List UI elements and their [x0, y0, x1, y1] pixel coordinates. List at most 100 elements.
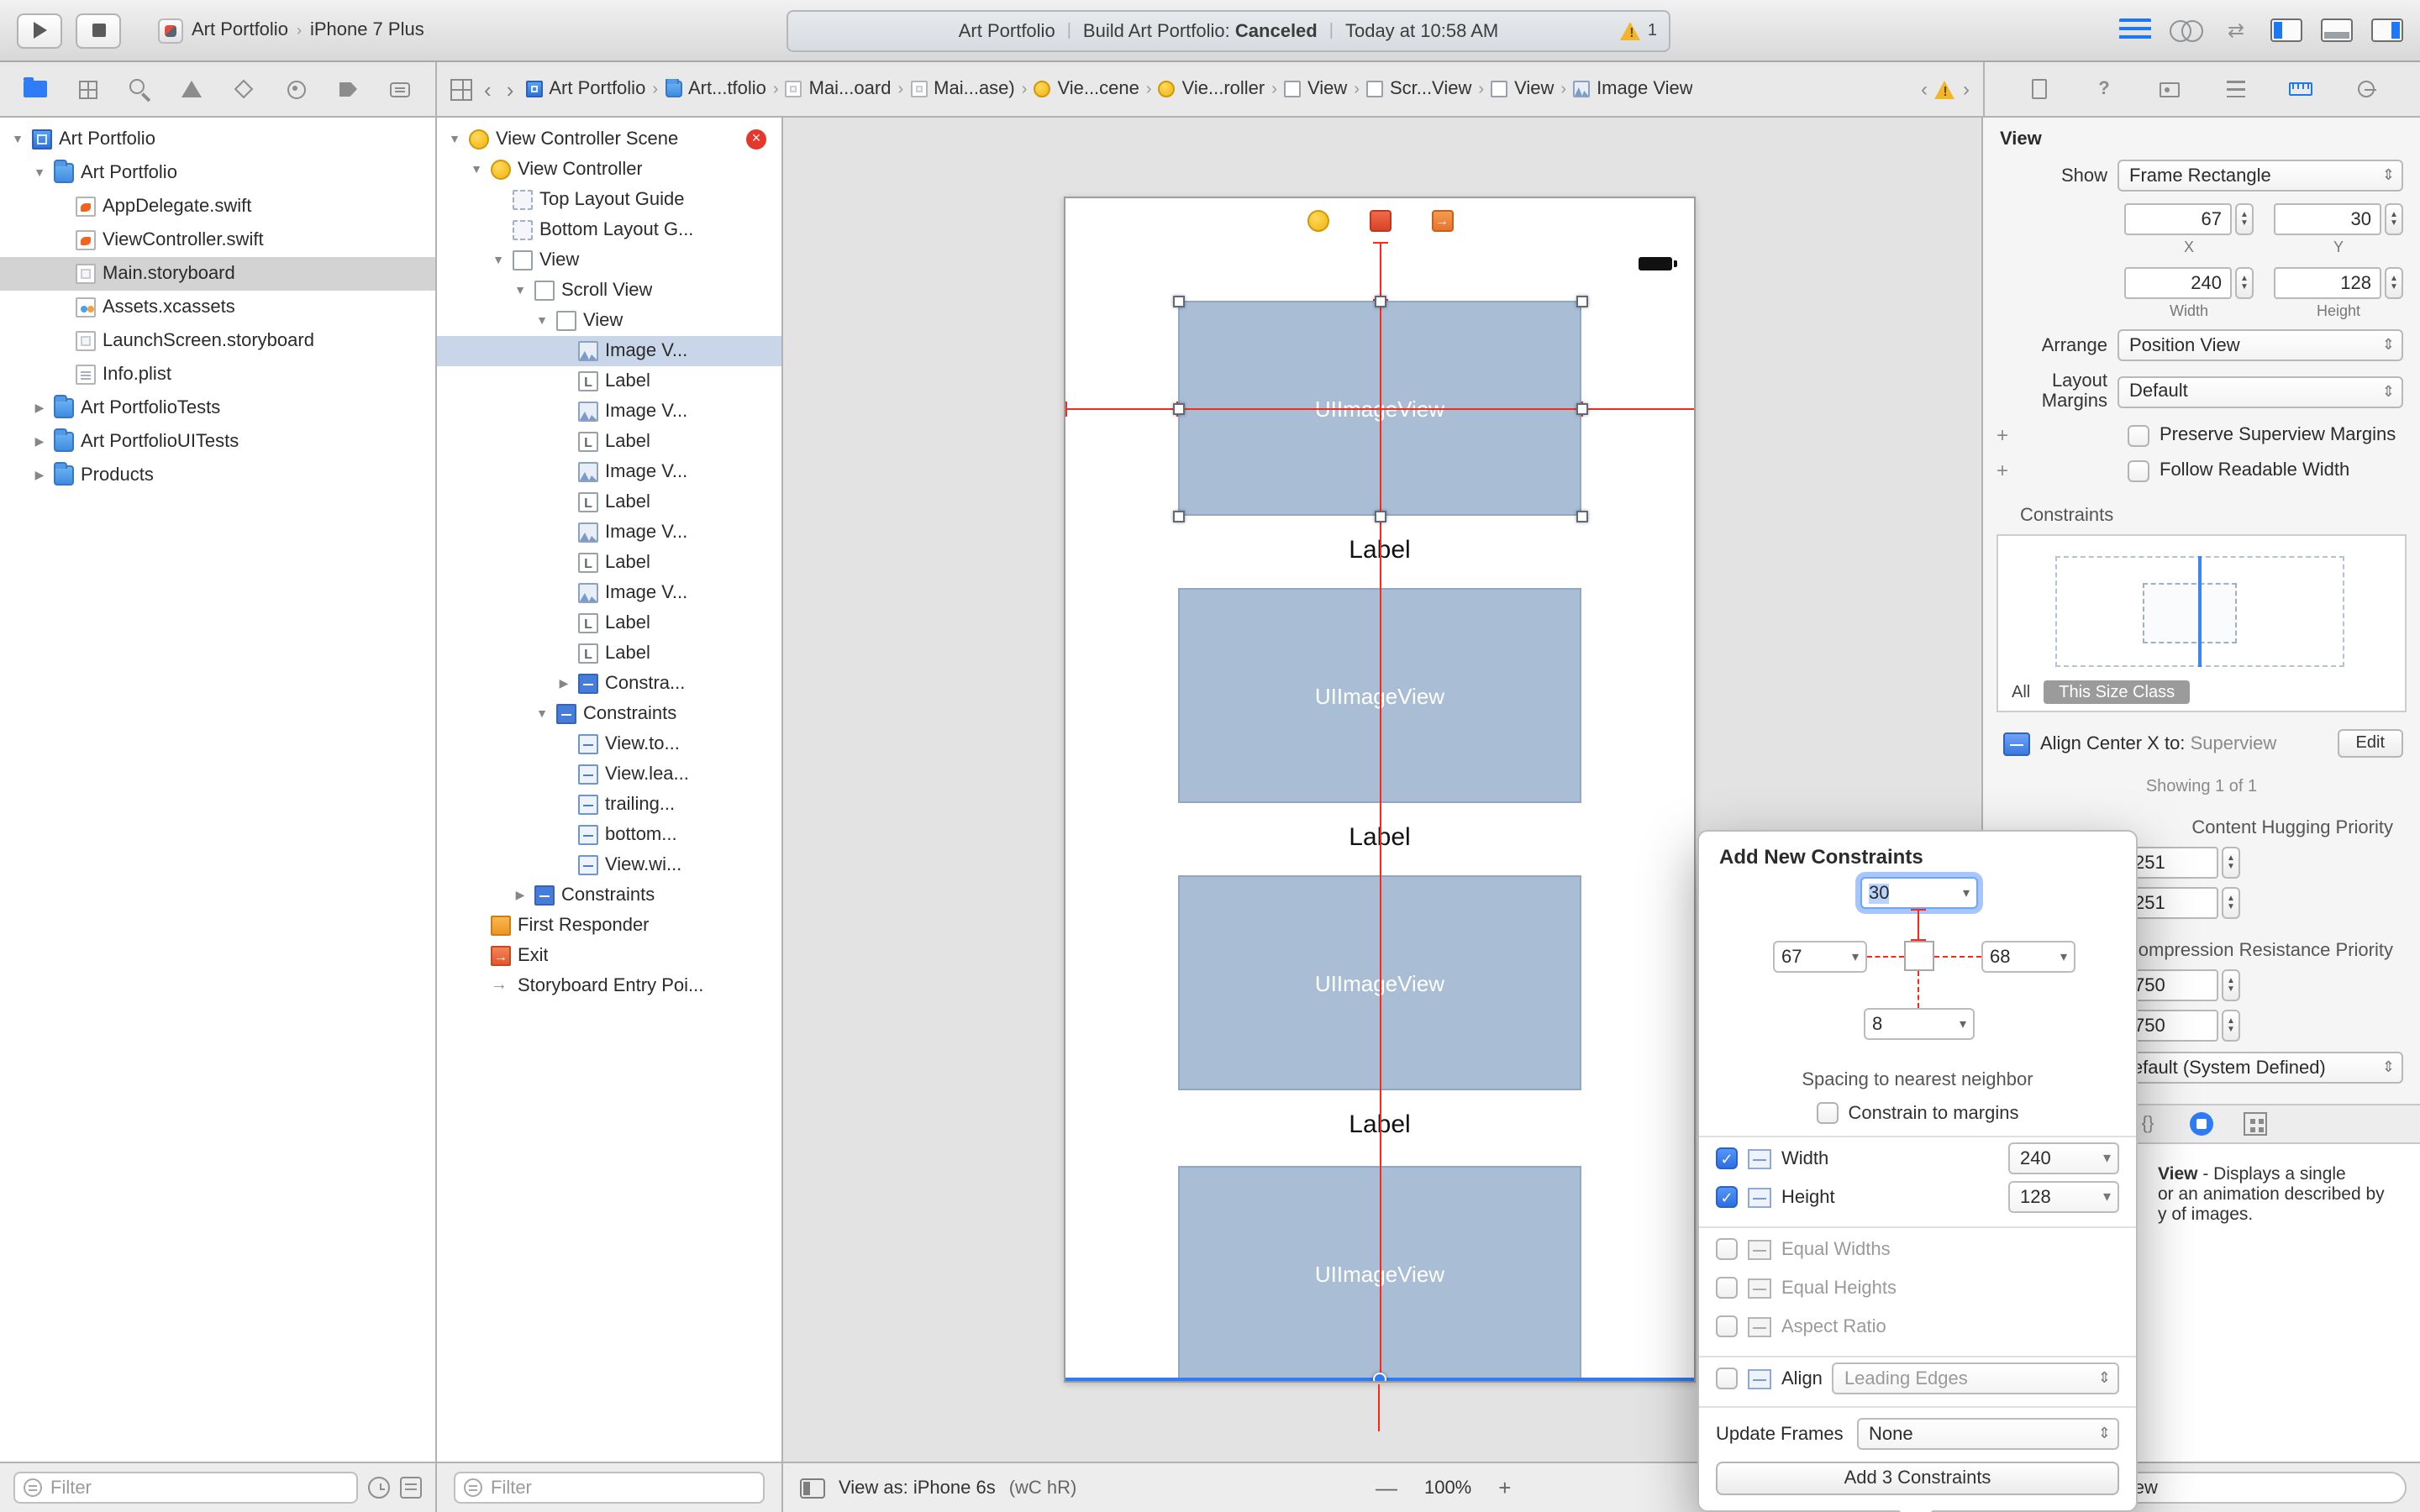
- dropdown-arrow-icon[interactable]: ▾: [1962, 885, 1970, 900]
- height-field[interactable]: 128: [2274, 267, 2381, 299]
- constraints-filter-size-class[interactable]: This Size Class: [2044, 680, 2191, 704]
- y-field[interactable]: 30: [2274, 203, 2381, 235]
- aspect-ratio-checkbox[interactable]: [1716, 1315, 1738, 1337]
- outline-row[interactable]: View.wi...: [437, 850, 781, 880]
- navigator-row[interactable]: ▶Art PortfolioTests: [0, 391, 435, 425]
- bottom-strut[interactable]: [1918, 971, 1919, 1008]
- jumpbar-item[interactable]: Mai...oard: [785, 79, 891, 99]
- hugging-vertical-stepper[interactable]: ▲▼: [2222, 887, 2240, 919]
- navigator-row[interactable]: ▶Art PortfolioUITests: [0, 425, 435, 459]
- jumpbar-item[interactable]: Art Portfolio: [525, 79, 645, 99]
- x-stepper[interactable]: ▲▼: [2235, 203, 2254, 235]
- toggle-navigator-panel-button[interactable]: [2270, 18, 2302, 42]
- view-as-label[interactable]: View as: iPhone 6s: [839, 1478, 996, 1498]
- outline-row[interactable]: First Responder: [437, 911, 781, 941]
- disclosure-triangle[interactable]: ▼: [471, 164, 482, 176]
- outline-row[interactable]: ▼View: [437, 306, 781, 336]
- label-view[interactable]: Label: [1349, 1110, 1411, 1139]
- symbol-navigator-icon[interactable]: [74, 76, 101, 102]
- resistance-horizontal-stepper[interactable]: ▲▼: [2222, 969, 2240, 1001]
- navigator-filter-field[interactable]: Filter: [13, 1472, 358, 1504]
- dropdown-arrow-icon[interactable]: ▾: [2060, 949, 2067, 964]
- view-controller-scene[interactable]: UIImageViewUIImageViewUIImageViewUIImage…: [1064, 197, 1696, 1383]
- resistance-horizontal-field[interactable]: 750: [2124, 969, 2218, 1001]
- edit-constraint-button[interactable]: Edit: [2337, 729, 2403, 758]
- media-library-icon[interactable]: [2244, 1112, 2267, 1136]
- disclosure-triangle[interactable]: ▼: [492, 255, 504, 266]
- outline-row[interactable]: ▼View Controller: [437, 155, 781, 185]
- first-responder-icon[interactable]: [1369, 209, 1391, 231]
- height-stepper[interactable]: ▲▼: [2385, 267, 2403, 299]
- next-issue-button[interactable]: ›: [1963, 77, 1970, 101]
- hugging-horizontal-field[interactable]: 251: [2124, 847, 2218, 879]
- resize-handle[interactable]: [1173, 403, 1185, 415]
- test-navigator-icon[interactable]: [230, 76, 257, 102]
- disclosure-triangle[interactable]: ▶: [515, 890, 525, 902]
- stop-button[interactable]: [76, 13, 121, 48]
- zoom-in-button[interactable]: +: [1498, 1475, 1512, 1500]
- outline-row[interactable]: Label: [437, 427, 781, 457]
- outline-row[interactable]: Label: [437, 608, 781, 638]
- outline-row[interactable]: Bottom Layout G...: [437, 215, 781, 245]
- hide-document-outline-icon[interactable]: [800, 1478, 825, 1498]
- object-library-icon[interactable]: [2190, 1112, 2213, 1136]
- top-strut[interactable]: [1911, 909, 1926, 941]
- outline-row[interactable]: View.to...: [437, 729, 781, 759]
- exit-icon[interactable]: [1431, 209, 1453, 231]
- scheme-selector[interactable]: Art Portfolio › iPhone 7 Plus: [158, 18, 424, 43]
- jumpbar-item[interactable]: Art...tfolio: [665, 79, 766, 99]
- follow-readable-width-checkbox[interactable]: [2128, 459, 2149, 481]
- bottom-constraint-knob[interactable]: [1373, 1373, 1386, 1381]
- run-button[interactable]: [17, 13, 62, 48]
- resize-handle[interactable]: [1576, 403, 1588, 415]
- identity-inspector-icon[interactable]: [2156, 76, 2183, 102]
- constraints-filter-all[interactable]: All: [2012, 683, 2031, 701]
- resize-handle[interactable]: [1576, 511, 1588, 522]
- width-value-dropdown[interactable]: 240 ▾: [2008, 1142, 2119, 1174]
- outline-row[interactable]: ▼Scroll View: [437, 276, 781, 306]
- issue-badge[interactable]: [746, 129, 766, 150]
- constrain-to-margins-checkbox[interactable]: [1816, 1102, 1839, 1124]
- standard-editor-button[interactable]: [2119, 18, 2151, 42]
- assistant-editor-button[interactable]: [2170, 18, 2203, 42]
- disclosure-triangle[interactable]: ▶: [559, 679, 569, 690]
- jumpbar-item[interactable]: View: [1491, 79, 1554, 99]
- jumpbar-item[interactable]: Mai...ase): [910, 79, 1015, 99]
- add-variation-button[interactable]: +: [1996, 423, 2009, 447]
- x-field[interactable]: 67: [2124, 203, 2232, 235]
- height-checkbox[interactable]: [1716, 1186, 1738, 1208]
- disclosure-triangle[interactable]: ▶: [34, 403, 45, 415]
- interface-builder-canvas[interactable]: UIImageViewUIImageViewUIImageViewUIImage…: [783, 118, 1983, 1462]
- outline-row[interactable]: Image V...: [437, 336, 781, 366]
- outline-row[interactable]: Image V...: [437, 517, 781, 548]
- breakpoint-navigator-icon[interactable]: [334, 76, 361, 102]
- document-outline-toggle-icon[interactable]: [450, 78, 472, 100]
- outline-row[interactable]: bottom...: [437, 820, 781, 850]
- outline-row[interactable]: Label: [437, 548, 781, 578]
- code-snippet-library-icon[interactable]: {}: [2141, 1114, 2154, 1134]
- resize-handle[interactable]: [1375, 511, 1386, 522]
- y-stepper[interactable]: ▲▼: [2385, 203, 2403, 235]
- project-navigator-icon[interactable]: [22, 76, 49, 102]
- outline-row[interactable]: ▶Constra...: [437, 669, 781, 699]
- outline-row[interactable]: Storyboard Entry Poi...: [437, 971, 781, 1001]
- file-inspector-icon[interactable]: [2025, 76, 2052, 102]
- outline-row[interactable]: Label: [437, 487, 781, 517]
- navigator-row[interactable]: AppDelegate.swift: [0, 190, 435, 223]
- outline-row[interactable]: View.lea...: [437, 759, 781, 790]
- issue-navigator-icon[interactable]: [178, 76, 205, 102]
- disclosure-triangle[interactable]: ▶: [34, 470, 45, 482]
- zoom-level[interactable]: 100%: [1423, 1478, 1472, 1498]
- equal-widths-checkbox[interactable]: [1716, 1238, 1738, 1260]
- preserve-superview-margins-checkbox[interactable]: [2128, 424, 2149, 446]
- trailing-spacing-field[interactable]: 68 ▾: [1981, 941, 2075, 973]
- outline-row[interactable]: ▶Constraints: [437, 880, 781, 911]
- view-controller-icon[interactable]: [1307, 209, 1328, 231]
- disclosure-triangle[interactable]: ▼: [514, 285, 526, 297]
- outline-row[interactable]: Image V...: [437, 578, 781, 608]
- width-checkbox[interactable]: [1716, 1147, 1738, 1169]
- constraint-list-item[interactable]: Align Center X to: Superview Edit: [2003, 729, 2403, 758]
- jumpbar-item[interactable]: Vie...cene: [1034, 79, 1139, 99]
- add-constraints-button[interactable]: Add 3 Constraints: [1716, 1462, 2119, 1495]
- outline-row[interactable]: ▼View Controller Scene: [437, 124, 781, 155]
